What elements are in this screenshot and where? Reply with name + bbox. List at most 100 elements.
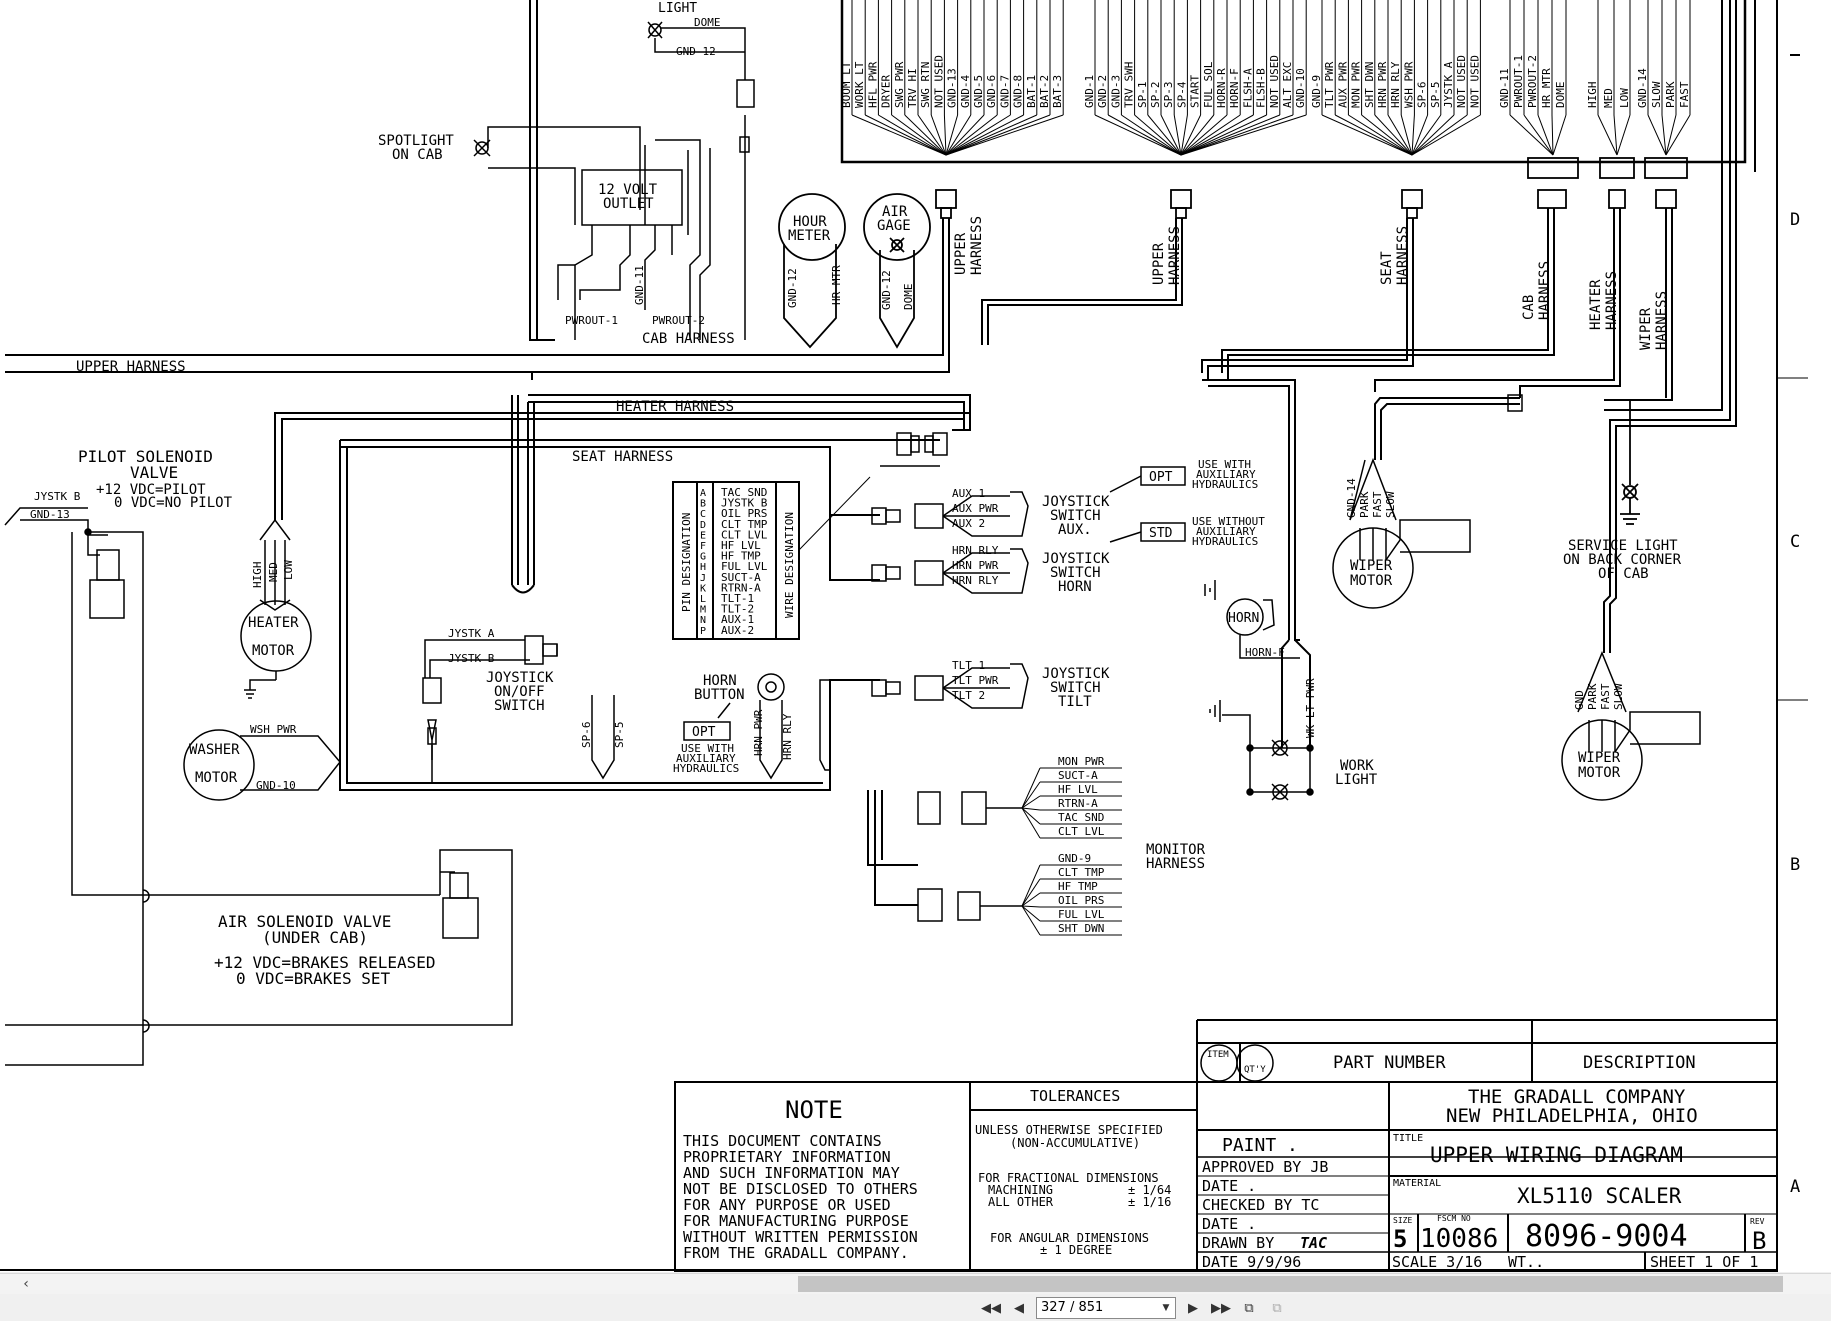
connector-wire-label: PWROUT-2 xyxy=(1526,55,1539,108)
connector-wire-fan xyxy=(945,114,998,156)
harness-trunks xyxy=(5,0,1737,906)
connector-wire-label: GND-14 xyxy=(1636,68,1649,108)
joy-aux-3: AUX. xyxy=(1058,522,1092,538)
joystick-wire-label: TLT PWR xyxy=(952,674,999,687)
page-selector[interactable]: ▼ xyxy=(1036,1297,1176,1319)
monitor-wire-fan xyxy=(1021,905,1041,936)
air-solenoid-2: (UNDER CAB) xyxy=(262,928,368,947)
pin-wire-name: FUL LVL xyxy=(721,560,768,573)
pin-table-frame xyxy=(672,481,800,640)
cab-harness-v-b: HARNESS xyxy=(1537,261,1553,320)
hour-meter-label-1: HOUR xyxy=(793,214,827,230)
scrollbar-thumb[interactable] xyxy=(798,1276,1783,1292)
connector-wire-label: DOME xyxy=(1554,82,1567,109)
svg-text:WIPERHARNESS: WIPERHARNESS xyxy=(1638,291,1670,350)
last-page-icon[interactable]: ▶▶ xyxy=(1211,1300,1231,1316)
qty-label: QT'Y xyxy=(1244,1065,1266,1075)
connector-wire-fan xyxy=(945,114,972,156)
monitor-wire-fan xyxy=(1021,807,1041,811)
pin-wire-name: TLT-2 xyxy=(721,603,754,616)
connector-wire-fan xyxy=(1661,114,1667,156)
copy-page-icon[interactable]: ⧉ xyxy=(1272,1300,1282,1316)
export-page-icon[interactable]: ⧉ xyxy=(1244,1300,1254,1316)
svg-text:UNLESS OTHERWISE SPECIFIED: UNLESS OTHERWISE SPECIFIED (NON-ACCUMULA… xyxy=(975,1123,1179,1257)
connector-wire-label: BOOM LT xyxy=(840,61,853,108)
page-dropdown-arrow-icon[interactable]: ▼ xyxy=(1162,1303,1170,1313)
connector-wire-fan xyxy=(1647,114,1667,156)
connector-wire-label: TRV SWH xyxy=(1123,62,1136,108)
material-value: XL5110 SCALER xyxy=(1517,1184,1682,1208)
dome-light-label: LIGHT xyxy=(658,1,697,16)
next-page-icon[interactable]: ▶ xyxy=(1188,1300,1198,1316)
pin-letter: D xyxy=(700,520,706,531)
connector-wire-label: GND-6 xyxy=(985,75,998,108)
connector-wire-fan xyxy=(1411,114,1481,156)
svg-text:THE GRADALL COMPANY NEW PH: THE GRADALL COMPANY NEW PHILADELPHIA, OH… xyxy=(1446,1086,1698,1127)
monitor-wire-label: CLT TMP xyxy=(1058,866,1105,879)
connector-wire-fan xyxy=(1121,114,1182,156)
svg-text:USE WITHOUT AUXILIARY: USE WITHOUT AUXILIARY HYDRAULICS xyxy=(1192,515,1271,548)
note-line: FOR ANY PURPOSE OR USED xyxy=(683,1196,891,1214)
svg-text:AIR SOLENOID VALVE (UNDER: AIR SOLENOID VALVE (UNDER CAB) +12 VDC=B… xyxy=(214,912,445,988)
company-1: THE GRADALL COMPANY xyxy=(1468,1086,1686,1108)
svg-text:HORN BUTTON: HORN BUTTON xyxy=(694,673,745,703)
heater-low: LOW xyxy=(282,560,295,580)
fscm-caption: FSCM NO xyxy=(1437,1214,1471,1223)
hm-mtr-label: HR MTR xyxy=(830,265,843,305)
upper-harness-2-a: UPPER xyxy=(1151,242,1167,285)
first-page-icon[interactable]: ◀◀ xyxy=(981,1300,1001,1316)
connector-wire-fan xyxy=(943,114,947,156)
connector-wire-fan xyxy=(1411,114,1429,156)
gnd12-wire-label: GND-12 xyxy=(676,45,716,58)
scroll-left-arrow-icon[interactable]: ‹ xyxy=(23,1276,29,1292)
previous-page-icon[interactable]: ◀ xyxy=(1014,1300,1024,1316)
work-light-wire: WK LT PWR xyxy=(1304,678,1317,738)
frac-val-1: ± 1/64 xyxy=(1128,1183,1171,1197)
connector-plugs xyxy=(935,157,1688,219)
heater-harness-v-a: HEATER xyxy=(1588,279,1604,330)
paint-field: PAINT . xyxy=(1222,1135,1298,1156)
wiper-wire-label: GND-14 xyxy=(1345,478,1358,518)
pilot-line-3: +12 VDC=PILOT xyxy=(96,482,206,498)
note-line: NOT BE DISCLOSED TO OTHERS xyxy=(683,1180,918,1198)
rev-caption: REV xyxy=(1750,1217,1765,1226)
monitor-wire-label: FUL LVL xyxy=(1058,908,1105,921)
page-number-input[interactable] xyxy=(1041,1299,1151,1316)
connector-wire-fan xyxy=(1180,114,1228,156)
pin-table-left-label: PIN DESIGNATION xyxy=(680,513,693,612)
horn-button-note-2: AUXILIARY xyxy=(676,752,736,765)
connector-wire-fan xyxy=(1665,114,1677,156)
pin-wire-name: AUX-1 xyxy=(721,613,754,626)
hour-meter-label-2: METER xyxy=(788,228,831,244)
pilot-jystk-b: JYSTK B xyxy=(34,490,81,503)
connector-wire-label: BAT-1 xyxy=(1025,75,1038,108)
air-solenoid-symbol xyxy=(5,849,513,1033)
air-solenoid-1: AIR SOLENOID VALVE xyxy=(218,912,391,931)
company-2: NEW PHILADELPHIA, OHIO xyxy=(1446,1105,1698,1127)
connector-wire-label: GND-9 xyxy=(1310,75,1323,108)
pin-wire-name: CLT LVL xyxy=(721,528,768,541)
connector-wire-label: MON PWR xyxy=(1350,61,1363,108)
horn-button-label-1: HORN xyxy=(703,673,737,689)
zone-d: D xyxy=(1790,210,1800,230)
svg-text:UPPERHARNESS: UPPERHARNESS xyxy=(953,216,985,275)
connector-wire-fan xyxy=(1180,114,1307,156)
connector-wire-fan xyxy=(945,114,1011,156)
monitor-wire-fan xyxy=(1021,905,1041,908)
sp6-label: SP-6 xyxy=(580,722,593,749)
svg-text:AIR GAGE: AIR GAGE xyxy=(877,204,916,234)
fscm-value: 10086 xyxy=(1420,1224,1498,1254)
drawing-title: UPPER WIRING DIAGRAM xyxy=(1430,1143,1683,1167)
connector-wire-label: HR MTR xyxy=(1540,68,1553,108)
drawing-number: 8096-9004 xyxy=(1525,1219,1688,1254)
pin-table-right-label: WIRE DESIGNATION xyxy=(783,512,796,618)
connector-wire-fan xyxy=(1180,114,1254,156)
horizontal-scrollbar[interactable]: ‹ xyxy=(0,1273,1831,1294)
connector-wire-label: HFL PWR xyxy=(866,61,879,108)
service-light-symbol xyxy=(1620,400,1640,525)
joystick-wire-label: HRN PWR xyxy=(952,559,999,572)
